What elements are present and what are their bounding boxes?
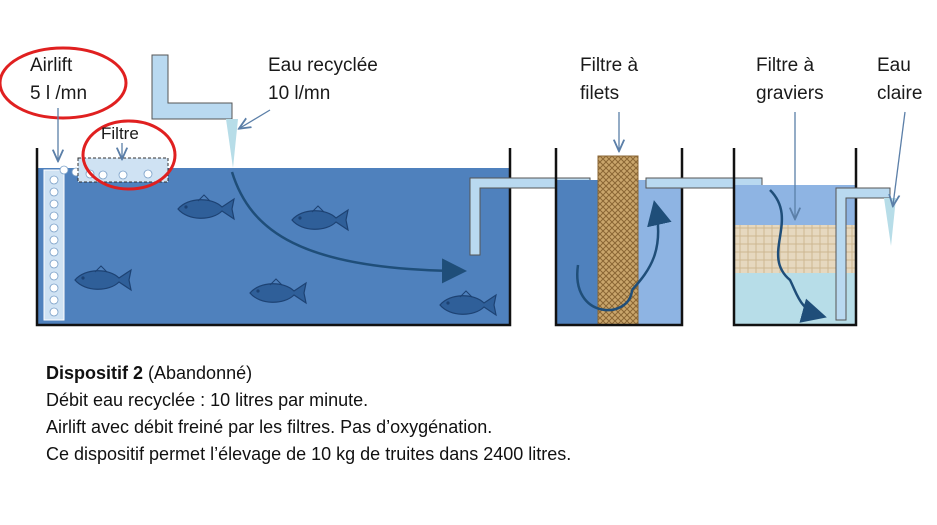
caption-title-bold: Dispositif 2 — [46, 363, 144, 383]
eau-recyclee-pointer — [240, 109, 271, 128]
outlet-pipe — [835, 187, 891, 321]
label-filtre-filets-1: Filtre à — [580, 55, 639, 76]
main-flow-arrow — [230, 171, 467, 284]
net-flow-down — [576, 264, 634, 312]
label-eau-claire-2: claire — [877, 83, 922, 104]
eau-claire-pointer — [893, 111, 906, 205]
label-eau-claire-1: Eau — [877, 55, 911, 76]
net-flow-up — [631, 200, 672, 291]
label-filtre-graviers-2: graviers — [756, 83, 824, 104]
caption-block: Dispositif 2 (Abandonné) Débit eau recyc… — [46, 360, 571, 468]
caption-line-4: Ce dispositif permet l’élevage de 10 kg … — [46, 444, 572, 464]
inlet-stream — [226, 119, 238, 168]
inlet-pipe — [151, 54, 233, 120]
label-filtre: Filtre — [101, 124, 139, 143]
label-eau-recyclee-2: 10 l/mn — [268, 83, 330, 104]
airlift-tube — [43, 169, 65, 321]
caption-line-2: Débit eau recyclée : 10 litres par minut… — [46, 390, 369, 410]
outlet-stream — [884, 198, 896, 246]
filtre-highlight-circle — [81, 119, 177, 191]
label-filtre-graviers-1: Filtre à — [756, 55, 815, 76]
net-filter-mesh — [597, 155, 639, 326]
label-eau-recyclee-1: Eau recyclée — [268, 55, 378, 76]
net-tank-wall — [554, 148, 684, 327]
label-airlift-2: 5 l /mn — [30, 83, 87, 104]
gravel-flow-arrow — [769, 189, 827, 323]
main-tank-wall — [35, 148, 512, 327]
caption-title: Dispositif 2 (Abandonné) — [46, 360, 571, 387]
transfer-pipe-2 — [645, 177, 763, 189]
label-airlift-1: Airlift — [30, 55, 73, 76]
label-filtre-filets-2: filets — [580, 83, 619, 104]
airlift-highlight-circle — [0, 46, 128, 120]
caption-title-rest: (Abandonné) — [143, 363, 253, 383]
gravel-tank-wall — [732, 148, 858, 327]
net-tank-water-dark — [556, 180, 598, 325]
caption-line-3: Airlift avec débit freiné par les filtre… — [46, 417, 493, 437]
